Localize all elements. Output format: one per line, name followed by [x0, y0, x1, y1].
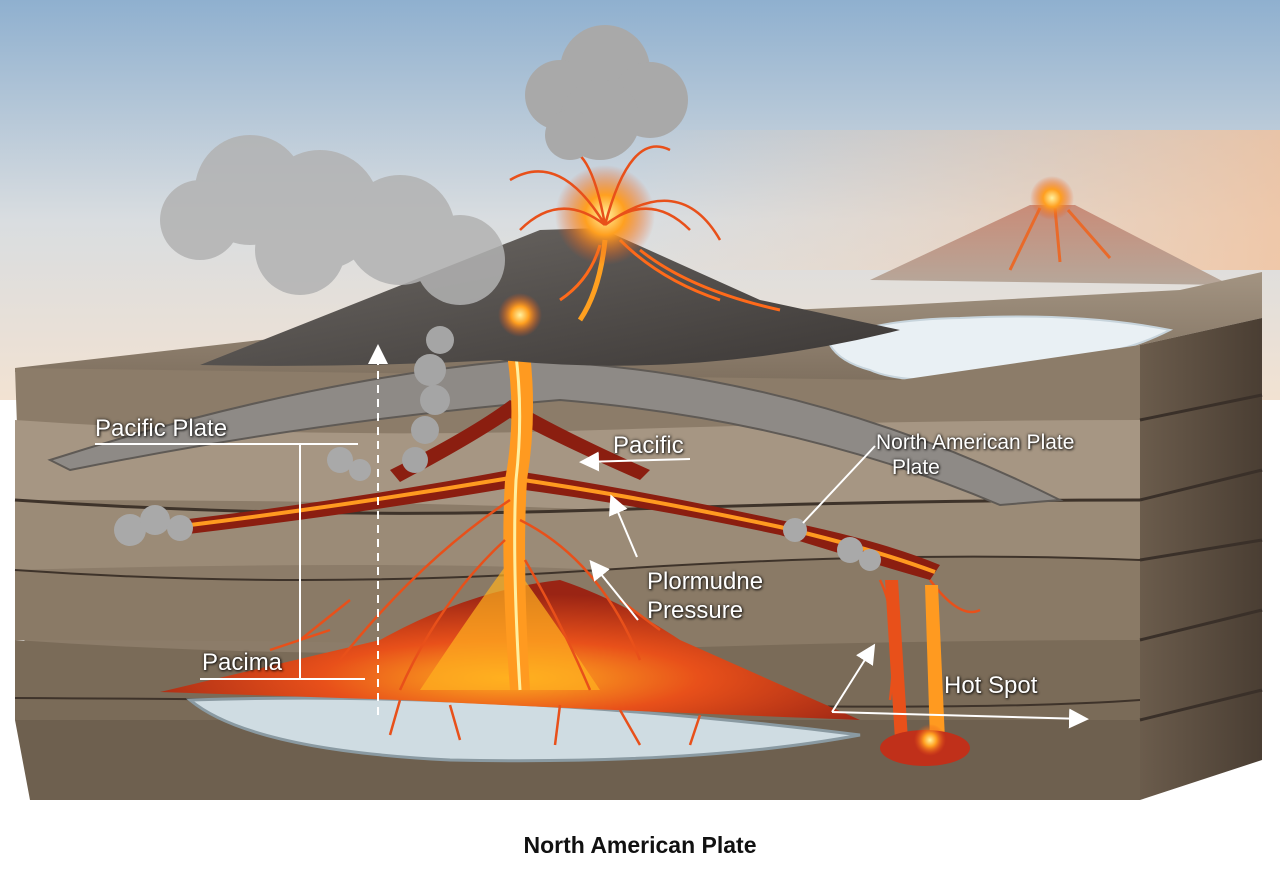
label-north-american-plate-line2: Plate: [892, 456, 940, 479]
label-pacima: Pacima: [202, 649, 283, 676]
label-plormudne: Plormudne: [647, 568, 764, 595]
annotation-lines: [95, 344, 1089, 729]
distant-volcano: [870, 176, 1230, 285]
label-pacific: Pacific: [613, 432, 684, 459]
smoke-puffs: [114, 447, 881, 571]
eruption: [498, 145, 722, 337]
ash-cloud: [525, 25, 688, 160]
diagram-caption: North American Plate: [523, 832, 757, 858]
pacific-arrow: [579, 451, 691, 472]
hot-spot-arrow-right: [831, 708, 1089, 729]
north-american-plate-leader: [802, 445, 876, 524]
smoke-column: [402, 326, 454, 473]
hot-spot-arrow-up: [831, 643, 876, 713]
label-north-american-plate-line1: North American Plate: [876, 431, 1075, 454]
crust-side-face: [1140, 318, 1262, 800]
label-hot-spot: Hot Spot: [944, 672, 1038, 699]
hot-spot-plume: [880, 580, 970, 766]
pressure-arrow-1: [609, 494, 638, 558]
grey-plate-layer: [47, 358, 1064, 507]
side-strata-lines: [1139, 393, 1263, 722]
label-pacific-plate: Pacific Plate: [95, 415, 228, 442]
pressure-arrow-2: [589, 559, 639, 621]
label-pressure: Pressure: [647, 597, 744, 624]
drifting-smoke: [160, 135, 505, 305]
